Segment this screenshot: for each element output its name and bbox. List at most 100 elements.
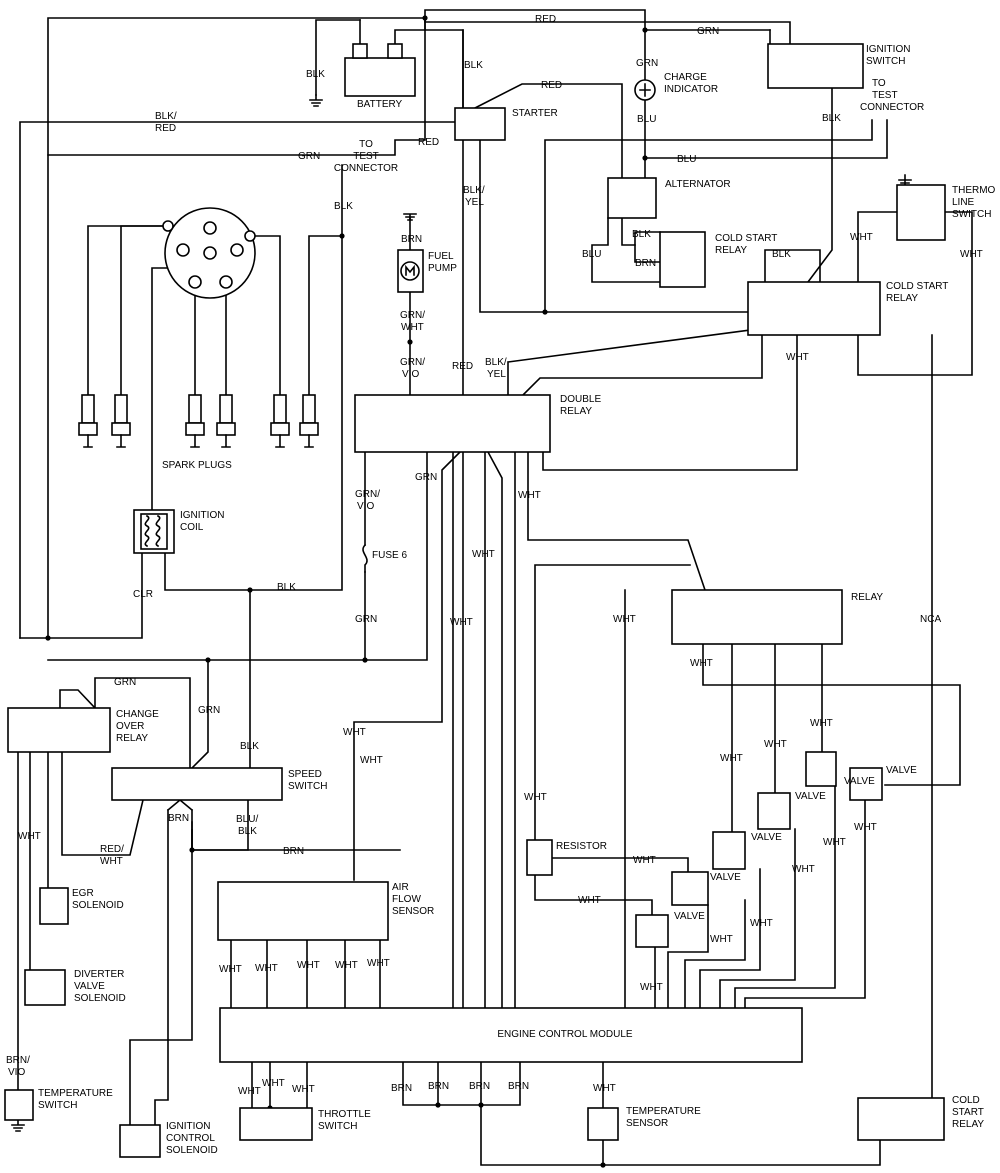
test-connector-right-label-1: TO	[872, 78, 886, 89]
wire-label: WHT	[238, 1086, 261, 1097]
speed-switch	[111, 767, 283, 801]
wire-label: GRN/	[400, 357, 425, 368]
junction-dot	[205, 657, 211, 663]
wire-label: WHT	[367, 958, 390, 969]
diverter-valve-solenoid-label-1: DIVERTER	[74, 969, 124, 980]
ignition-control-solenoid	[119, 1124, 161, 1158]
diverter-valve-solenoid-label-3: SOLENOID	[74, 993, 126, 1004]
junction-dot	[478, 1102, 484, 1108]
wire-label: RED	[541, 80, 562, 91]
wire-label: BRN	[469, 1081, 490, 1092]
wire-label: BRN	[508, 1081, 529, 1092]
test-connector-right-label-3: CONNECTOR	[860, 102, 924, 113]
wire-label: WHT	[854, 822, 877, 833]
wire-label: WHT	[960, 249, 983, 260]
wire-label: VIO	[402, 369, 419, 380]
charge-indicator-label-2: INDICATOR	[664, 84, 718, 95]
thermo-line-switch-label-3: SWITCH	[952, 209, 991, 220]
cold-start-relay	[747, 281, 881, 336]
thermo-line-switch-label-1: THERMO	[952, 185, 996, 196]
wire-label: WHT	[710, 934, 733, 945]
thermo-line-switch	[896, 184, 946, 241]
wire-label: WHT	[750, 918, 773, 929]
air-flow-sensor	[217, 881, 389, 941]
wire-label: BLU/	[236, 814, 258, 825]
wire-label: YEL	[487, 369, 506, 380]
wire-label: WHT	[613, 614, 636, 625]
wire-label: BRN	[428, 1081, 449, 1092]
relay	[671, 589, 843, 645]
ground-symbols	[11, 94, 912, 1132]
wire-label: BLK	[306, 69, 325, 80]
ignition-coil	[133, 509, 175, 554]
ignition-switch-label-2: SWITCH	[866, 56, 905, 67]
wire-label: BLK	[334, 201, 353, 212]
throttle-switch	[239, 1107, 313, 1141]
wire-label: BLK	[632, 229, 651, 240]
spark-plug-icon	[111, 394, 131, 448]
wire-label: BLK/	[155, 111, 177, 122]
wire-label: WHT	[450, 617, 473, 628]
spark-plug-icon	[216, 394, 236, 448]
wire-label: WHT	[360, 755, 383, 766]
ground-icon	[309, 94, 323, 107]
wire-label: BLK	[464, 60, 483, 71]
junction-dot	[642, 27, 648, 33]
valve-1	[805, 751, 837, 787]
test-connector-left-label-3: CONNECTOR	[334, 163, 398, 174]
valve-3	[757, 792, 791, 830]
test-connector-left-label-1: TO	[359, 139, 373, 150]
wire-label: GRN	[636, 58, 658, 69]
fuel-pump-label-1: FUEL	[428, 251, 454, 262]
engine-control-module-label: ENGINE CONTROL MODULE	[497, 1029, 633, 1040]
wire-label: BLK/	[485, 357, 507, 368]
egr-solenoid	[39, 887, 69, 925]
alternator	[607, 177, 657, 219]
wire-label: WHT	[633, 855, 656, 866]
spark-plug-icon	[299, 394, 319, 448]
wire-label: BLK	[277, 582, 296, 593]
fuse-6	[362, 543, 368, 573]
wire-label: WHT	[518, 490, 541, 501]
ground-icon	[11, 1119, 25, 1132]
temperature-sensor-label-1: TEMPERATURE	[626, 1106, 701, 1117]
speed-switch-label-1: SPEED	[288, 769, 322, 780]
distributor-cap	[162, 207, 256, 299]
throttle-switch-label-2: SWITCH	[318, 1121, 357, 1132]
wire-labels: RED GRN BLK BLK GRN RED BLU BLK BLU BLK/…	[6, 14, 983, 1097]
ignition-switch	[767, 43, 864, 89]
valve-4-label: VALVE	[751, 832, 782, 843]
junction-dot	[435, 1102, 441, 1108]
wire-label: VIO	[8, 1067, 25, 1078]
wire-label: WHT	[472, 549, 495, 560]
wire-label: WHT	[823, 837, 846, 848]
resistor	[526, 839, 553, 876]
wire-label: GRN	[198, 705, 220, 716]
egr-solenoid-label-1: EGR	[72, 888, 94, 899]
double-relay-label-1: DOUBLE	[560, 394, 601, 405]
wire-label: GRN	[114, 677, 136, 688]
cold-start-relay-label-2: RELAY	[886, 293, 918, 304]
component-labels: BATTERY STARTER IGNITION SWITCH CHARGE I…	[38, 44, 996, 1156]
wire-label: BLU	[637, 114, 656, 125]
coil-icon	[155, 514, 161, 548]
speed-switch-label-2: SWITCH	[288, 781, 327, 792]
wire-label: WHT	[764, 739, 787, 750]
valve-2-label: VALVE	[886, 765, 917, 776]
wire-label: WHT	[292, 1084, 315, 1095]
valve-1-label: VALVE	[844, 776, 875, 787]
wire-label: BLK	[772, 249, 791, 260]
junction-dot	[407, 339, 413, 345]
valve-2	[849, 767, 883, 801]
junction-dot	[642, 155, 648, 161]
coil-icon	[144, 514, 150, 548]
fuse-6-label: FUSE 6	[372, 550, 407, 561]
wire-label: BLU	[582, 249, 601, 260]
wire-label: BRN	[401, 234, 422, 245]
egr-solenoid-label-2: SOLENOID	[72, 900, 124, 911]
air-flow-sensor-label-2: FLOW	[392, 894, 421, 905]
wires	[17, 9, 973, 1166]
junction-dot	[339, 233, 345, 239]
test-connector-right-label-2: TEST	[872, 90, 898, 101]
relay-label: RELAY	[851, 592, 883, 603]
